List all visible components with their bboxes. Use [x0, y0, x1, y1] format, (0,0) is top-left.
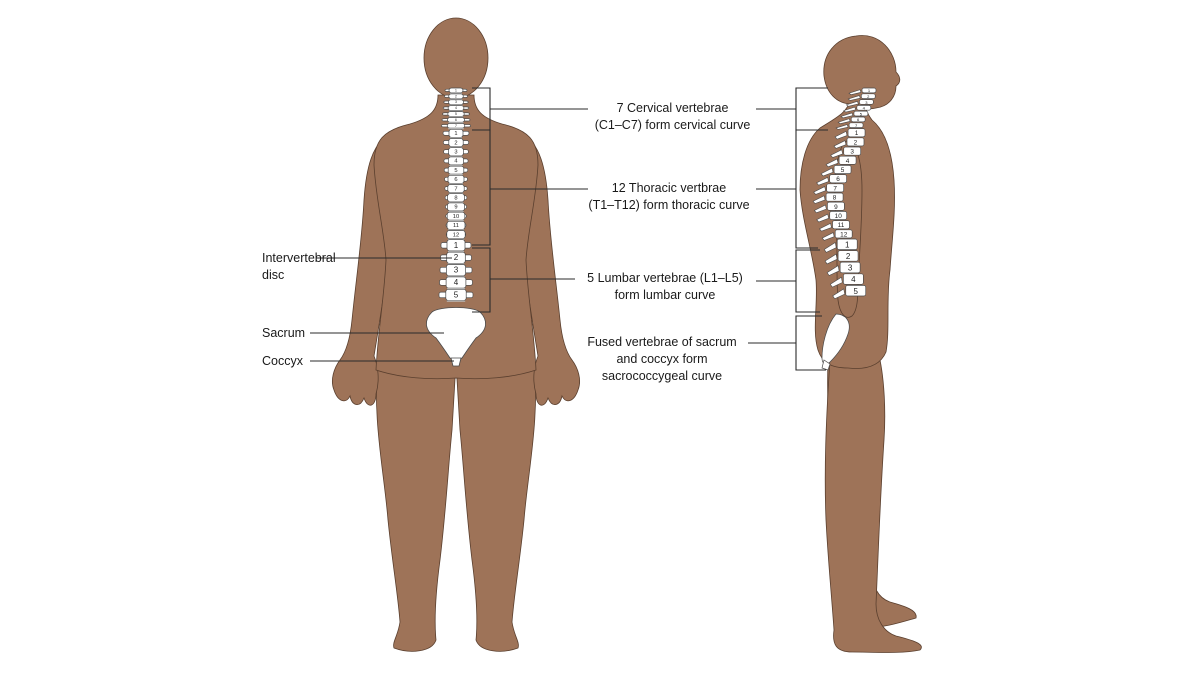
thoracic-vertebra: 9 [445, 203, 466, 211]
thoracic-label-line1: 12 Thoracic vertbrae [578, 180, 760, 197]
thoracic-vertebra-number: 5 [841, 167, 845, 174]
thoracic-vertebra-number: 8 [833, 195, 837, 202]
thoracic-vertebra-number: 2 [854, 139, 858, 146]
lumbar-label: 5 Lumbar vertebrae (L1–L5) form lumbar c… [574, 270, 756, 304]
thoracic-label-line2: (T1–T12) form thoracic curve [578, 197, 760, 214]
thoracic-vertebra-number: 9 [454, 205, 457, 211]
cervical-vertebra-number: 5 [455, 112, 457, 116]
thoracic-vertebra-number: 7 [833, 185, 837, 192]
sacral-label-line3: sacrococcygeal curve [574, 368, 750, 385]
cervical-vertebra-number: 3 [455, 100, 457, 104]
thoracic-vertebra-number: 1 [855, 130, 859, 137]
thoracic-vertebra-number: 6 [454, 177, 457, 183]
disc-label-line1: Intervertebral [262, 250, 336, 267]
sacrum-label: Sacrum [262, 325, 305, 342]
thoracic-vertebra: 10 [446, 212, 467, 220]
thoracic-vertebra: 11 [446, 221, 466, 229]
lumbar-label-line2: form lumbar curve [574, 287, 756, 304]
thoracic-vertebra-number: 5 [454, 168, 457, 174]
lumbar-vertebra-number: 2 [846, 252, 851, 261]
thoracic-vertebra: 12 [446, 231, 465, 239]
sacral-label-line1: Fused vertebrae of sacrum [574, 334, 750, 351]
sacral-label: Fused vertebrae of sacrum and coccyx for… [574, 334, 750, 385]
cervical-vertebra-number: 4 [455, 106, 457, 110]
thoracic-vertebra: 7 [445, 185, 467, 193]
back-right-leg [456, 355, 536, 651]
lumbar-vertebra-number: 1 [845, 240, 850, 249]
posterior-body-figure: 123456712345678910111212345 [332, 18, 579, 651]
back-left-leg [376, 355, 456, 651]
thoracic-vertebra-number: 7 [454, 186, 457, 192]
thoracic-vertebra-number: 4 [846, 158, 850, 165]
lumbar-vertebra-number: 3 [454, 266, 459, 275]
lumbar-vertebra-number: 5 [854, 287, 859, 296]
lumbar-vertebra-number: 3 [848, 264, 853, 273]
lumbar-label-line1: 5 Lumbar vertebrae (L1–L5) [574, 270, 756, 287]
side-cervical-bracket [796, 88, 828, 130]
disc-label-line2: disc [262, 267, 336, 284]
cervical-label-line2: (C1–C7) form cervical curve [585, 117, 760, 134]
thoracic-vertebra-number: 11 [453, 223, 459, 229]
thoracic-vertebra-number: 2 [454, 140, 457, 146]
lateral-body-figure: 123456712345678910111212345 [800, 35, 921, 652]
cervical-vertebra-number: 1 [455, 88, 457, 92]
cervical-vertebra-number: 6 [455, 118, 457, 122]
lumbar-vertebra-number: 4 [851, 275, 856, 284]
thoracic-vertebra-number: 11 [838, 222, 845, 229]
thoracic-vertebra-number: 12 [840, 231, 848, 238]
thoracic-vertebra: 8 [445, 194, 467, 202]
thoracic-vertebra: 6 [445, 175, 468, 183]
thoracic-vertebra-number: 3 [454, 149, 457, 155]
back-coccyx [451, 358, 461, 366]
thoracic-vertebra-number: 9 [834, 204, 838, 211]
lumbar-vertebra-number: 2 [454, 253, 459, 262]
intervertebral-disc [447, 301, 465, 302]
sacral-label-line2: and coccyx form [574, 351, 750, 368]
thoracic-vertebra-number: 10 [835, 213, 843, 220]
lumbar-vertebra-number: 1 [454, 241, 459, 250]
coccyx-label: Coccyx [262, 353, 303, 370]
lumbar-vertebra-number: 4 [454, 278, 459, 287]
thoracic-vertebra-number: 6 [836, 176, 840, 183]
thoracic-vertebra-number: 12 [453, 232, 459, 238]
lumbar-vertebra-number: 5 [454, 290, 459, 299]
cervical-label: 7 Cervical vertebrae (C1–C7) form cervic… [585, 100, 760, 134]
disc-label: Intervertebral disc [262, 250, 336, 284]
thoracic-vertebra-number: 3 [850, 149, 854, 156]
back-head [424, 18, 488, 98]
cervical-vertebra-number: 7 [455, 124, 457, 128]
thoracic-label: 12 Thoracic vertbrae (T1–T12) form thora… [578, 180, 760, 214]
thoracic-vertebra-number: 1 [454, 131, 457, 137]
cervical-label-line1: 7 Cervical vertebrae [585, 100, 760, 117]
thoracic-vertebra-number: 8 [454, 195, 457, 201]
cervical-vertebra-number: 2 [455, 94, 457, 98]
thoracic-vertebra-number: 10 [453, 214, 459, 220]
